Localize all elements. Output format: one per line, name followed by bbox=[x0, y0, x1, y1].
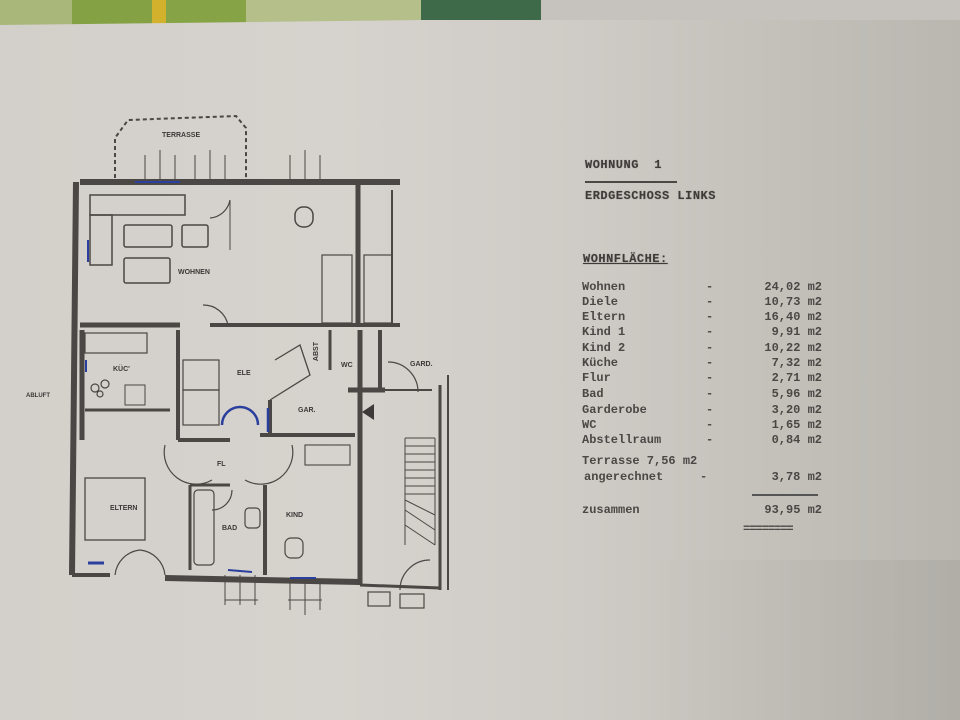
room-label-kind: KIND bbox=[286, 512, 304, 519]
room-label-kueche: KÜC' bbox=[113, 366, 130, 373]
room-label-flur: FL bbox=[217, 461, 226, 468]
paper-shadow bbox=[640, 560, 960, 720]
area-row: Kind 1-9,91 m2 bbox=[582, 325, 822, 339]
area-row: Abstellraum-0,84 m2 bbox=[582, 433, 822, 447]
label-abluft: ABLUFT bbox=[26, 393, 50, 399]
title-underline bbox=[585, 181, 677, 183]
living-area-heading: WOHNFLÄCHE: bbox=[583, 252, 668, 266]
area-row: Kind 2-10,22 m2 bbox=[582, 341, 822, 355]
total-double-underline: ======== bbox=[743, 522, 794, 536]
area-row: Garderobe-3,20 m2 bbox=[582, 403, 822, 417]
terrace-counted-row: angerechnet-3,78 m2 bbox=[584, 470, 822, 484]
room-label-abst: ABST bbox=[313, 342, 320, 362]
area-row: WC-1,65 m2 bbox=[582, 418, 822, 432]
room-label-wc: WC bbox=[341, 362, 353, 369]
room-label-eltern: ELTERN bbox=[110, 505, 138, 512]
area-row: Küche-7,32 m2 bbox=[582, 356, 822, 370]
area-row: Wohnen-24,02 m2 bbox=[582, 280, 822, 294]
room-label-wohnen: WOHNEN bbox=[178, 269, 210, 276]
area-row: Eltern-16,40 m2 bbox=[582, 310, 822, 324]
area-row: Flur-2,71 m2 bbox=[582, 371, 822, 385]
paper-sheet bbox=[0, 20, 960, 720]
terrace-line: Terrasse 7,56 m2 bbox=[582, 454, 698, 468]
room-label-gar: GAR. bbox=[298, 407, 316, 414]
floor-title: ERDGESCHOSS LINKS bbox=[585, 189, 716, 203]
area-row: Diele-10,73 m2 bbox=[582, 295, 822, 309]
area-row: Bad-5,96 m2 bbox=[582, 387, 822, 401]
room-label-diele: ELE bbox=[237, 370, 251, 377]
room-label-bad: BAD bbox=[222, 525, 238, 532]
room-label-terrasse: TERRASSE bbox=[162, 132, 201, 139]
room-label-gard: GARD. bbox=[410, 361, 433, 368]
apartment-title: WOHNUNG 1 bbox=[585, 158, 663, 172]
sum-rule bbox=[752, 494, 818, 496]
